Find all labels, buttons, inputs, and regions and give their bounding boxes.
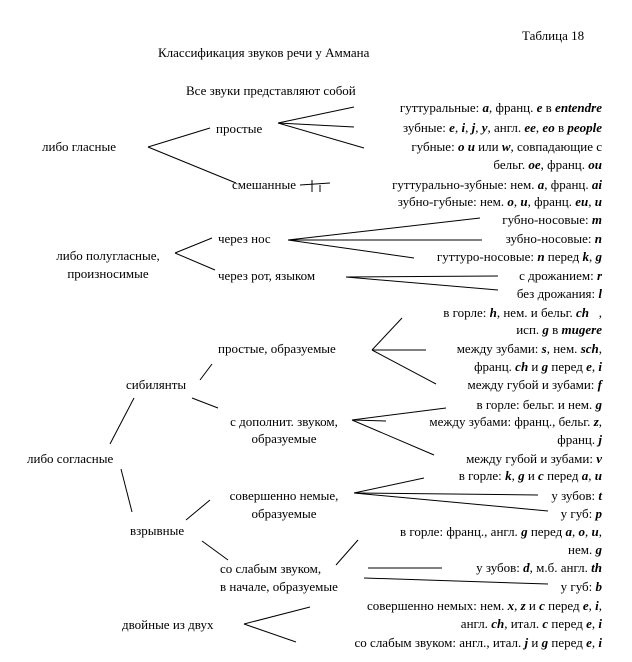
sibilants-extra-line2: образуемые — [251, 431, 317, 446]
semivowel-trill: с дрожанием: r — [519, 268, 602, 283]
sib-throat-line2: исп. g в mugere — [516, 322, 602, 337]
plos-mute-lips: у губ: p — [560, 506, 602, 521]
sib-throat-line1: в горле: h, нем. и бельг. ch , — [443, 305, 602, 320]
double-mute-line1: совершенно немых: нем. x, z и c перед e,… — [367, 598, 602, 613]
group-vowels: либо гласные — [42, 139, 116, 154]
sib-extra-teeth-line1: между зубами: франц., бельг. z, — [429, 414, 602, 429]
vowel-guttural: гуттуральные: a, франц. e в entendre — [399, 100, 602, 115]
vowel-dental-labial: зубно-губные: нем. o, u, франц. eu, u — [397, 194, 602, 209]
diagram-title: Классификация звуков речи у Аммана — [158, 45, 370, 60]
semivowel-dental-nasal: зубно-носовые: n — [505, 231, 602, 246]
plos-weak-throat-line1: в горле: франц., англ. g перед a, o, u, — [399, 524, 602, 539]
plosives-weak-line2: в начале, образуемые — [220, 579, 338, 594]
sib-extra-lip-teeth: между губой и зубами: v — [466, 451, 602, 466]
semivowels-mouth: через рот, языком — [218, 268, 316, 283]
double-weak: со слабым звуком: англ., итал. j и g пер… — [354, 635, 602, 650]
sib-teeth-line1: между зубами: s, нем. sch, — [456, 341, 602, 356]
consonants-sibilants: сибилянты — [126, 377, 187, 392]
plosives-mute-line1: совершенно немые, — [229, 488, 339, 503]
plos-mute-throat: в горле: k, g и c перед a, u — [458, 468, 602, 483]
sib-teeth-line2: франц. ch и g перед e, i — [474, 359, 602, 374]
vowel-labial-line1: губные: o u или w, совпадающие с — [411, 139, 602, 154]
plos-mute-teeth: у зубов: t — [551, 488, 602, 503]
plosives-mute-line2: образуемые — [251, 506, 317, 521]
sib-extra-teeth-line2: франц. j — [557, 432, 602, 447]
vowels-simple: простые — [216, 121, 263, 136]
sibilants-simple: простые, образуемые — [218, 341, 336, 356]
vowels-mixed: смешанные — [232, 177, 296, 192]
semivowel-guttural-nasal: гуттуро-носовые: n перед k, g — [436, 249, 602, 264]
group-semivowels-line1: либо полугласные, — [56, 248, 160, 263]
plos-weak-teeth: у зубов: d, м.б. англ. th — [476, 560, 602, 575]
vowel-labial-line2: бельг. oe, франц. ou — [493, 157, 602, 172]
vowel-guttural-dental: гуттурально-зубные: нем. a, франц. ai — [392, 177, 602, 192]
plos-weak-throat-line2: нем. g — [568, 542, 602, 557]
plosives-weak-line1: со слабым звуком, — [220, 561, 322, 576]
sibilants-extra-line1: с дополнит. звуком, — [230, 414, 338, 429]
intro-text: Все звуки представляют собой — [186, 83, 356, 98]
sib-lip-teeth: между губой и зубами: f — [467, 377, 603, 392]
sib-extra-throat: в горле: бельг. и нем. g — [476, 397, 603, 412]
consonants-plosives: взрывные — [130, 523, 185, 538]
semivowels-nasal: через нос — [218, 231, 271, 246]
semivowel-labial-nasal: губно-носовые: m — [502, 212, 602, 227]
table-number: Таблица 18 — [522, 28, 585, 43]
semivowel-no-trill: без дрожания: l — [516, 286, 602, 301]
double-mute-line2: англ. ch, итал. c перед e, i — [460, 616, 602, 631]
vowel-dental: зубные: e, i, j, y, англ. ee, eo в peopl… — [403, 120, 602, 135]
group-consonants: либо согласные — [27, 451, 114, 466]
plos-weak-lips: у губ: b — [560, 579, 602, 594]
group-semivowels-line2: произносимые — [67, 266, 149, 281]
consonants-double: двойные из двух — [122, 617, 214, 632]
